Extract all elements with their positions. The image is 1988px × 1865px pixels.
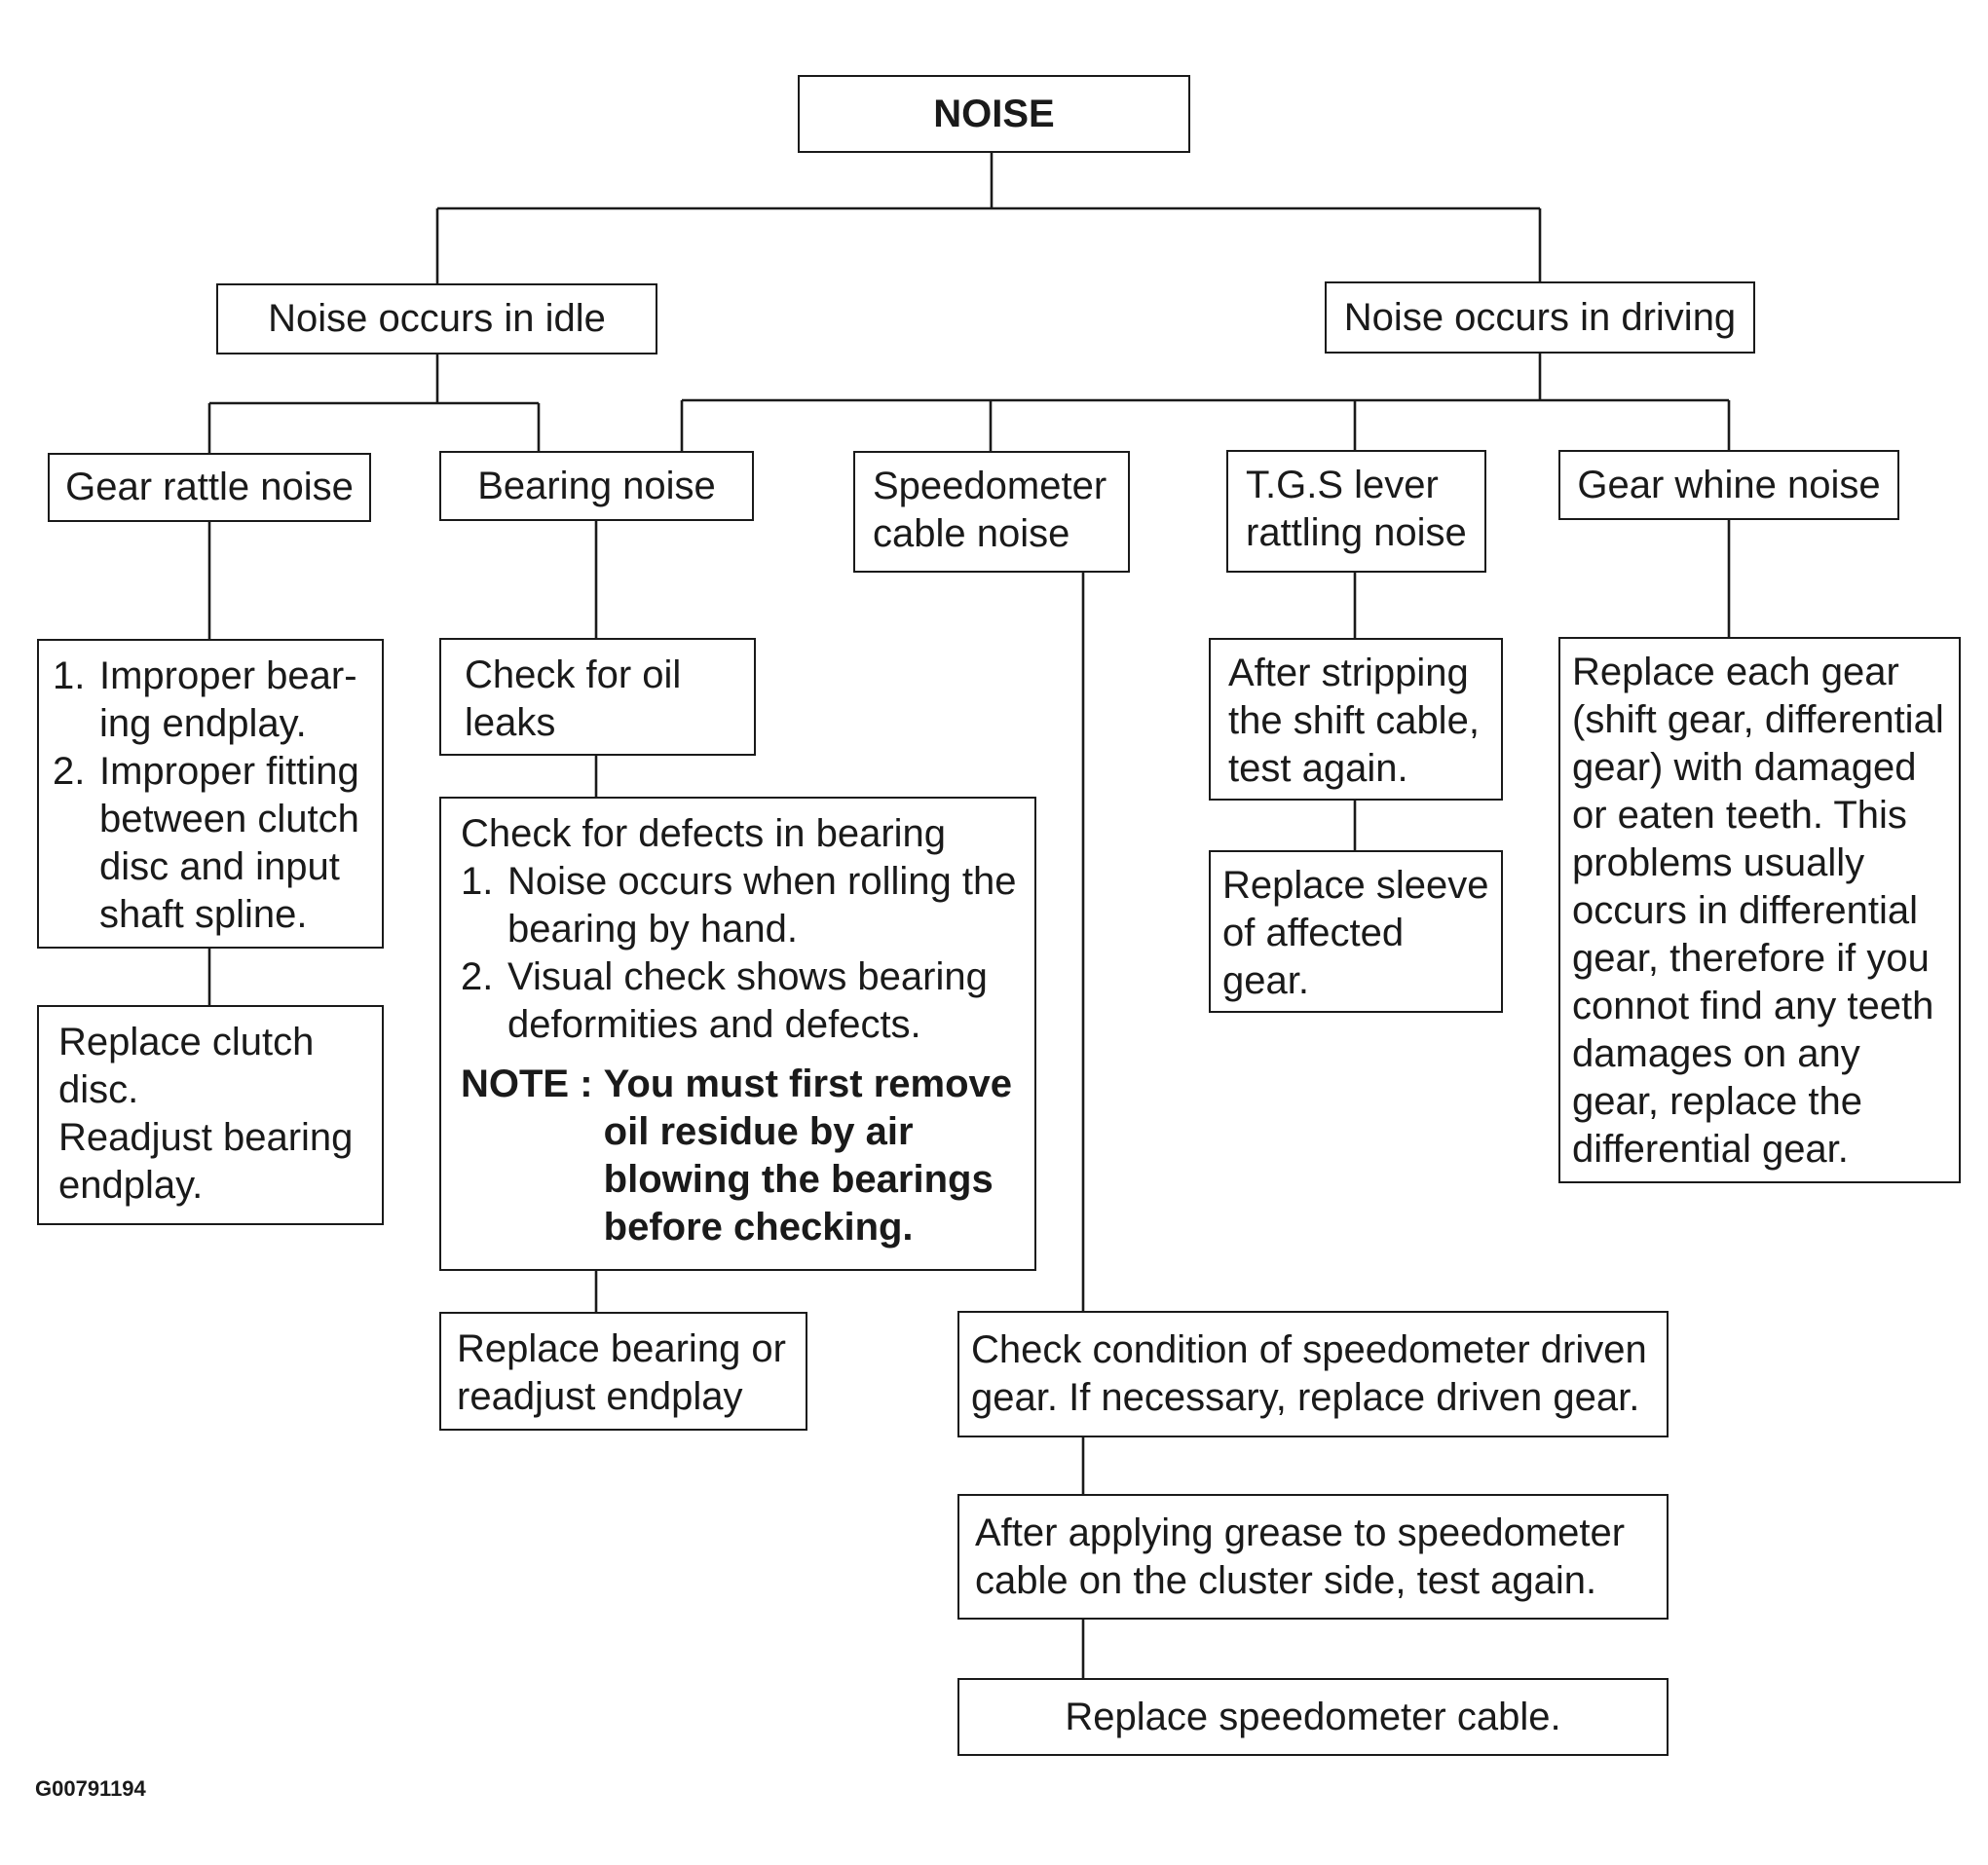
item-text: Improper bear- ing endplay. xyxy=(99,654,357,745)
speedometer-step3-text: Replace speedometer cable. xyxy=(1065,1695,1561,1738)
gear-rattle-causes-list: 1. Improper bear- ing endplay. 2. Improper… xyxy=(53,653,374,939)
item-number: 1. xyxy=(53,654,86,697)
gear-rattle-causes-box: 1. Improper bear- ing endplay. 2. Improper… xyxy=(37,639,384,949)
item-text: Visual check shows bearing deformities a… xyxy=(507,955,988,1046)
gear-whine-label: Gear whine noise xyxy=(1577,463,1881,506)
bearing-remedy-box: Replace bearing or readjust endplay xyxy=(439,1312,807,1431)
list-item: 1. Improper bear- ing endplay. xyxy=(53,653,374,748)
gear-whine-noise-box: Gear whine noise xyxy=(1558,450,1899,520)
tgs-lever-label: T.G.S lever rattling noise xyxy=(1246,464,1467,554)
driving-noise-box: Noise occurs in driving xyxy=(1325,281,1755,354)
speedometer-cable-label: Speedometer cable noise xyxy=(873,465,1107,555)
strip-shift-cable-box: After stripping the shift cable, test ag… xyxy=(1209,638,1503,801)
note-text: You must first remove oil residue by air… xyxy=(603,1063,1013,1249)
tgs-step1-text: After stripping the shift cable, test ag… xyxy=(1228,652,1480,790)
idle-noise-box: Noise occurs in idle xyxy=(216,283,657,354)
gear-rattle-label: Gear rattle noise xyxy=(65,466,354,508)
speedometer-grease-box: After applying grease to speedometer cab… xyxy=(957,1494,1669,1620)
gear-rattle-noise-box: Gear rattle noise xyxy=(48,453,371,522)
replace-sleeve-box: Replace sleeve of affected gear. xyxy=(1209,850,1503,1013)
list-item: 1. Noise occurs when rolling the bearing … xyxy=(461,858,1027,953)
bearing-noise-label: Bearing noise xyxy=(477,464,716,507)
gear-whine-remedy-box: Replace each gear (shift gear, different… xyxy=(1558,637,1961,1183)
bearing-noise-box: Bearing noise xyxy=(439,451,754,521)
list-item: 2. Improper fitting between clutch disc a… xyxy=(53,748,374,939)
remedy-line: Readjust bearing endplay. xyxy=(58,1116,354,1207)
speedometer-step1-text: Check condition of speedometer driven ge… xyxy=(971,1328,1647,1419)
gear-rattle-remedy-box: Replace clutch disc. Readjust bearing en… xyxy=(37,1005,384,1225)
item-number: 2. xyxy=(461,955,494,998)
note-label: NOTE : xyxy=(461,1063,604,1105)
idle-noise-label: Noise occurs in idle xyxy=(268,297,606,340)
figure-code: G00791194 xyxy=(35,1776,146,1801)
noise-root-box: NOISE xyxy=(798,75,1190,153)
bearing-defects-heading: Check for defects in bearing xyxy=(461,812,947,855)
item-number: 2. xyxy=(53,750,86,793)
bearing-defects-list: 1. Noise occurs when rolling the bearing … xyxy=(461,858,1027,1049)
check-oil-leaks-box: Check for oil leaks xyxy=(439,638,756,756)
tgs-step2-text: Replace sleeve of affected gear. xyxy=(1222,864,1489,1002)
replace-speedometer-cable-box: Replace speedometer cable. xyxy=(957,1678,1669,1756)
item-text: Noise occurs when rolling the bearing by… xyxy=(507,860,1017,951)
bearing-remedy-text: Replace bearing or readjust endplay xyxy=(457,1327,786,1418)
speedometer-cable-noise-box: Speedometer cable noise xyxy=(853,451,1130,573)
speedometer-step2-text: After applying grease to speedometer cab… xyxy=(975,1511,1626,1602)
bearing-defects-check-box: Check for defects in bearing 1. Noise occ… xyxy=(439,797,1036,1271)
item-text: Improper fitting between clutch disc and… xyxy=(99,750,359,936)
gear-whine-remedy-text: Replace each gear (shift gear, different… xyxy=(1572,651,1944,1171)
driving-noise-label: Noise occurs in driving xyxy=(1343,295,1737,339)
item-number: 1. xyxy=(461,860,494,903)
tgs-lever-noise-box: T.G.S lever rattling noise xyxy=(1226,450,1486,573)
remedy-line: Replace clutch disc. xyxy=(58,1021,315,1111)
root-title: NOISE xyxy=(933,92,1055,135)
bearing-note: NOTE : You must first remove oil residue… xyxy=(461,1061,1027,1251)
speedometer-driven-gear-box: Check condition of speedometer driven ge… xyxy=(957,1311,1669,1437)
list-item: 2. Visual check shows bearing deformities… xyxy=(461,953,1027,1049)
check-oil-leaks-text: Check for oil leaks xyxy=(465,653,682,744)
